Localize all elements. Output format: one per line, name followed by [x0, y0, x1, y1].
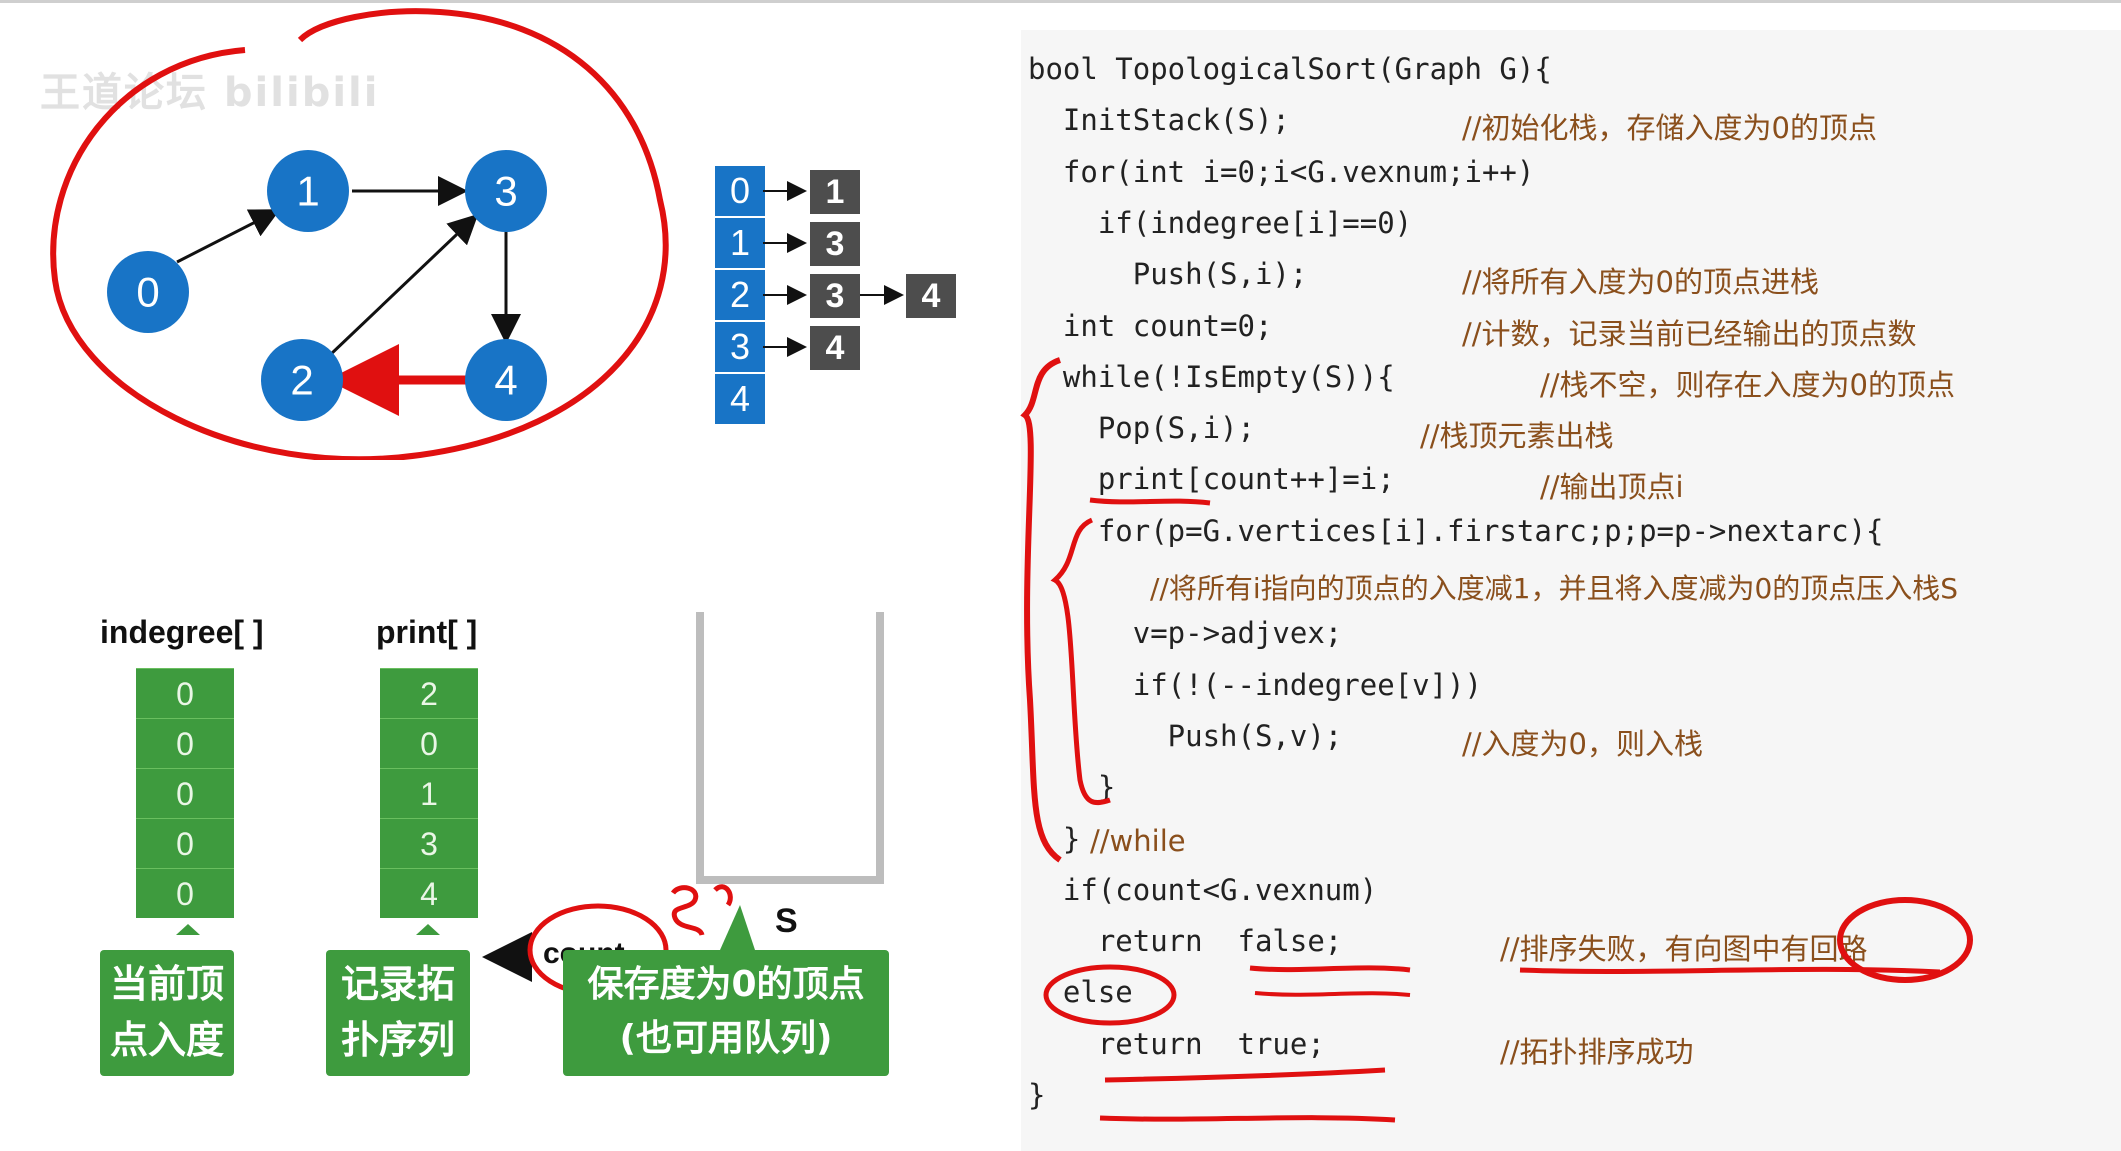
adj-head-3: 3	[715, 322, 765, 372]
watermark: 王道论坛 bilibili	[40, 70, 380, 116]
indegree-cell-3: 0	[136, 818, 234, 868]
indegree-cell-4: 0	[136, 868, 234, 918]
print-cell-0: 2	[380, 668, 478, 718]
code-line-8: print[count++]=i;	[1028, 462, 1395, 497]
code-line-14: }	[1028, 770, 1116, 805]
adj-head-2: 2	[715, 270, 765, 320]
print-caption: 记录拓 扑序列	[326, 950, 470, 1076]
indegree-cell-2: 0	[136, 768, 234, 818]
code-comment-17: //排序失败，有向图中有回路	[1500, 932, 1868, 967]
edge-2-3	[328, 213, 479, 357]
code-line-4: Push(S,i);	[1028, 257, 1308, 292]
code-line-13: Push(S,v);	[1028, 718, 1343, 753]
code-line-19: return true;	[1028, 1026, 1325, 1061]
indegree-caption-line1: 当前顶	[109, 962, 224, 1006]
node-0-label: 0	[136, 269, 159, 316]
code-comment-13: //入度为0，则入栈	[1462, 726, 1703, 761]
code-line-9: for(p=G.vertices[i].firstarc;p;p=p->next…	[1028, 513, 1884, 548]
stack-label: S	[775, 902, 798, 940]
node-3-label: 3	[494, 168, 517, 215]
adjacency-arrows	[763, 181, 904, 357]
print-cell-4: 4	[380, 868, 478, 918]
code-line-3: if(indegree[i]==0)	[1028, 205, 1413, 240]
print-title: print[ ]	[376, 614, 478, 650]
indegree-cell-0: 0	[136, 668, 234, 718]
edge-0-1	[176, 209, 281, 264]
code-comment-4: //将所有入度为0的顶点进栈	[1462, 265, 1819, 300]
graph-diagram: 0 1 2 3 4	[50, 8, 669, 460]
node-4-label: 4	[494, 357, 517, 404]
code-line-17: return false;	[1028, 924, 1343, 959]
print-caption-line2: 扑序列	[340, 1018, 455, 1062]
top-border	[0, 0, 2121, 3]
stack-container	[696, 612, 884, 884]
indegree-caption: 当前顶 点入度	[100, 950, 234, 1076]
code-line-11: v=p->adjvex;	[1028, 616, 1343, 651]
print-cell-2: 1	[380, 768, 478, 818]
code-line-16: if(count<G.vexnum)	[1028, 872, 1378, 907]
code-comment-6: //栈不空，则存在入度为0的顶点	[1540, 367, 1955, 402]
node-0: 0	[107, 251, 189, 333]
indegree-cell-1: 0	[136, 718, 234, 768]
code-comment-5: //计数，记录当前已经输出的顶点数	[1462, 316, 1917, 351]
code-line-7: Pop(S,i);	[1028, 411, 1255, 446]
code-line-20: }	[1028, 1078, 1046, 1112]
red-circle-annotation	[50, 8, 669, 460]
node-3: 3	[465, 150, 547, 232]
adj-head-1: 1	[715, 218, 765, 268]
code-line-18: else	[1028, 975, 1133, 1010]
adj-node-3-0: 4	[810, 326, 860, 370]
node-1: 1	[267, 150, 349, 232]
indegree-title: indegree[ ]	[100, 614, 264, 650]
adj-node-1-0: 3	[810, 222, 860, 266]
code-comment-15: //while	[1090, 823, 1186, 858]
stack-caption: 保存度为0的顶点 (也可用队列)	[563, 950, 889, 1076]
adj-node-0-0: 1	[810, 170, 860, 214]
code-line-5: int count=0;	[1028, 308, 1273, 343]
adj-node-2-0: 3	[810, 274, 860, 318]
stack-caption-line1: 保存度为0的顶点	[587, 964, 865, 1005]
code-comment-1: //初始化栈，存储入度为0的顶点	[1462, 111, 1877, 146]
adj-head-4: 4	[715, 374, 765, 424]
node-4: 4	[465, 339, 547, 421]
node-1-label: 1	[296, 168, 319, 215]
code-comment-10: //将所有i指向的顶点的入度减1，并且将入度减为0的顶点压入栈S	[1150, 572, 1959, 605]
adj-head-0: 0	[715, 166, 765, 216]
code-comment-8: //输出顶点i	[1540, 470, 1684, 505]
code-comment-7: //栈顶元素出栈	[1420, 419, 1614, 454]
print-cell-1: 0	[380, 718, 478, 768]
code-comment-19: //拓扑排序成功	[1500, 1034, 1694, 1069]
code-line-2: for(int i=0;i<G.vexnum;i++)	[1028, 154, 1535, 189]
node-2: 2	[261, 339, 343, 421]
code-line-12: if(!(--indegree[v]))	[1028, 667, 1482, 702]
stack-caption-line2: (也可用队列)	[619, 1018, 833, 1059]
adj-node-2-1: 4	[906, 274, 956, 318]
print-caption-line1: 记录拓	[340, 962, 455, 1006]
code-line-15: }	[1028, 821, 1081, 856]
code-line-1: InitStack(S);	[1028, 103, 1290, 138]
code-line-0: bool TopologicalSort(Graph G){	[1028, 52, 1552, 86]
print-cell-3: 3	[380, 818, 478, 868]
code-line-6: while(!IsEmpty(S)){	[1028, 359, 1395, 394]
code-panel	[1021, 30, 2121, 1151]
indegree-caption-line2: 点入度	[109, 1018, 224, 1062]
node-2-label: 2	[290, 357, 313, 404]
